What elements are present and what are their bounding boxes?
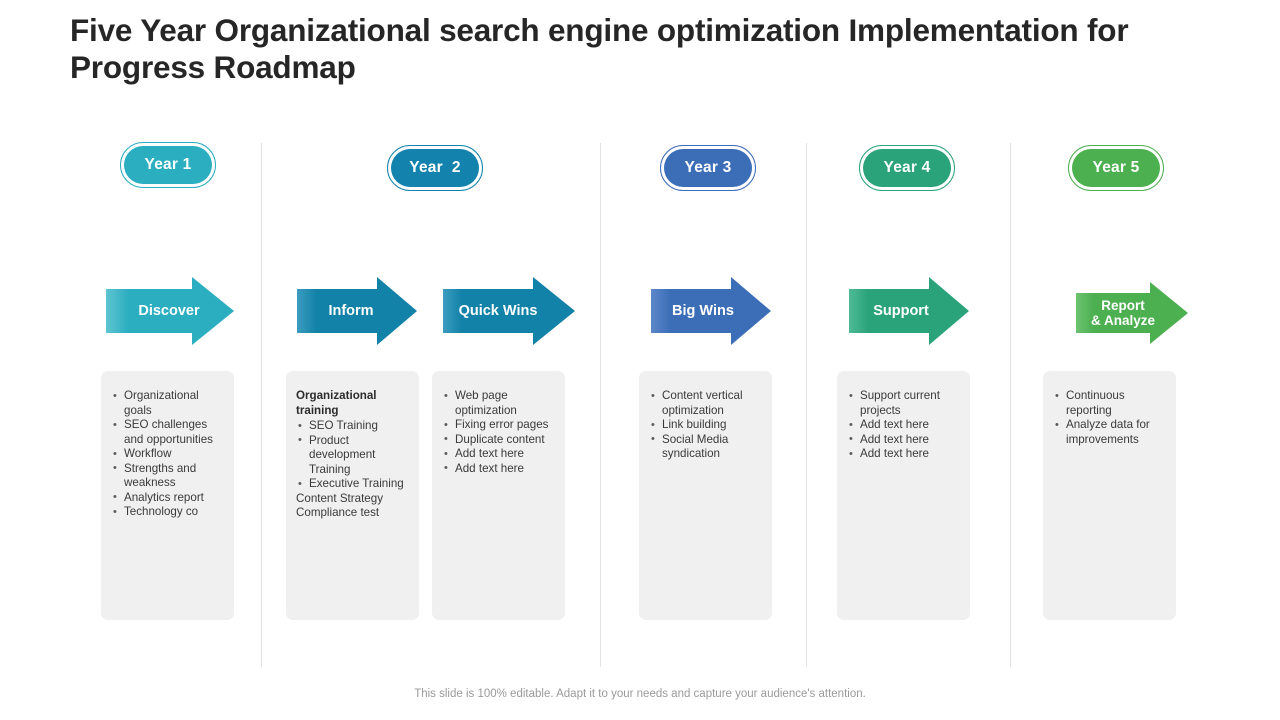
list-item: Analyze data for improvements — [1053, 418, 1166, 447]
arrow-shape-icon — [106, 277, 234, 345]
year-badge-4[interactable]: Year 4 — [859, 145, 955, 191]
list-item: Add text here — [442, 447, 555, 462]
content-card-year2: Organizational training SEO Training Pro… — [286, 371, 419, 620]
list-item: Organizational goals — [111, 389, 224, 418]
list-item: Social Media syndication — [649, 432, 762, 462]
list-item: Add text here — [847, 447, 960, 462]
plain-line: Compliance test — [296, 506, 380, 519]
year-badge-label-5: Year 5 — [1092, 159, 1140, 176]
arrow-shape-icon — [1076, 282, 1188, 344]
list-item: Add text here — [442, 461, 555, 477]
column-divider-2 — [600, 143, 601, 667]
list-item: Add text here — [847, 418, 960, 433]
list-item: Technology co — [111, 505, 224, 520]
list-item: Analytics report — [111, 490, 224, 506]
year-badge-fill-4: Year 4 — [863, 149, 951, 187]
bullet-list-year1: Organizational goals SEO challenges and … — [111, 389, 224, 520]
list-item: Strengths and weakness — [111, 461, 224, 491]
column-divider-3 — [806, 143, 807, 667]
list-item: Product development Training — [296, 433, 409, 478]
list-item: Content vertical optimization — [649, 389, 762, 418]
year-badge-5[interactable]: Year 5 — [1068, 145, 1164, 191]
arrow-discover[interactable]: Discover — [106, 277, 234, 345]
content-card-year3: Content vertical optimization Link build… — [639, 371, 772, 620]
list-item: Add text here — [847, 432, 960, 448]
bullet-list-year3: Content vertical optimization Link build… — [649, 389, 762, 462]
year-badge-fill-5: Year 5 — [1072, 149, 1160, 187]
year-badge-2[interactable]: Year 2 — [387, 145, 483, 191]
content-card-quick-wins: Web page optimization Fixing error pages… — [432, 371, 565, 620]
list-item: SEO challenges and opportunities — [111, 418, 224, 447]
list-item: Fixing error pages — [442, 418, 555, 433]
arrow-shape-icon — [651, 277, 771, 345]
list-item: SEO Training — [296, 419, 409, 434]
year-badge-label-1: Year 1 — [144, 156, 192, 173]
list-item: Continuous reporting — [1053, 389, 1166, 418]
footer-note: This slide is 100% editable. Adapt it to… — [414, 688, 866, 700]
year-badge-fill-2: Year 2 — [391, 149, 479, 187]
list-item: Workflow — [111, 447, 224, 462]
bullet-list-year2: SEO Training Product development Trainin… — [296, 419, 409, 492]
column-divider-4 — [1010, 143, 1011, 667]
year-badge-fill-1: Year 1 — [124, 146, 212, 184]
arrow-inform[interactable]: Inform — [297, 277, 417, 345]
arrow-support[interactable]: Support — [849, 277, 969, 345]
list-item: Link building — [649, 418, 762, 433]
arrow-shape-icon — [849, 277, 969, 345]
bullet-list-year4: Support current projects Add text here A… — [847, 389, 960, 462]
content-card-year4: Support current projects Add text here A… — [837, 371, 970, 620]
year-badge-fill-3: Year 3 — [664, 149, 752, 187]
bullet-list-year5: Continuous reporting Analyze data for im… — [1053, 389, 1166, 447]
arrow-shape-icon — [443, 277, 575, 345]
content-card-year5: Continuous reporting Analyze data for im… — [1043, 371, 1176, 620]
arrow-report-analyze[interactable]: Report & Analyze — [1076, 282, 1188, 344]
plain-line: Content Strategy — [296, 491, 384, 505]
year-badge-1[interactable]: Year 1 — [120, 142, 216, 188]
year-badge-label-4: Year 4 — [883, 159, 931, 176]
list-item: Support current projects — [847, 389, 960, 418]
list-item: Duplicate content — [442, 432, 555, 448]
card-heading-year2: Organizational training — [296, 389, 377, 417]
arrow-big-wins[interactable]: Big Wins — [651, 277, 771, 345]
plain-lines-year2: Content Strategy Compliance test — [296, 492, 409, 521]
column-divider-1 — [261, 143, 262, 667]
page-title: Five Year Organizational search engine o… — [70, 12, 1129, 85]
arrow-shape-icon — [297, 277, 417, 345]
year-badge-3[interactable]: Year 3 — [660, 145, 756, 191]
year-badge-label-2: Year 2 — [409, 159, 461, 176]
year-badge-label-3: Year 3 — [684, 159, 732, 176]
bullet-list-quick-wins: Web page optimization Fixing error pages… — [442, 389, 555, 476]
arrow-quick-wins[interactable]: Quick Wins — [443, 277, 575, 345]
content-card-year1: Organizational goals SEO challenges and … — [101, 371, 234, 620]
list-item: Executive Training — [296, 477, 409, 492]
list-item: Web page optimization — [442, 389, 555, 418]
